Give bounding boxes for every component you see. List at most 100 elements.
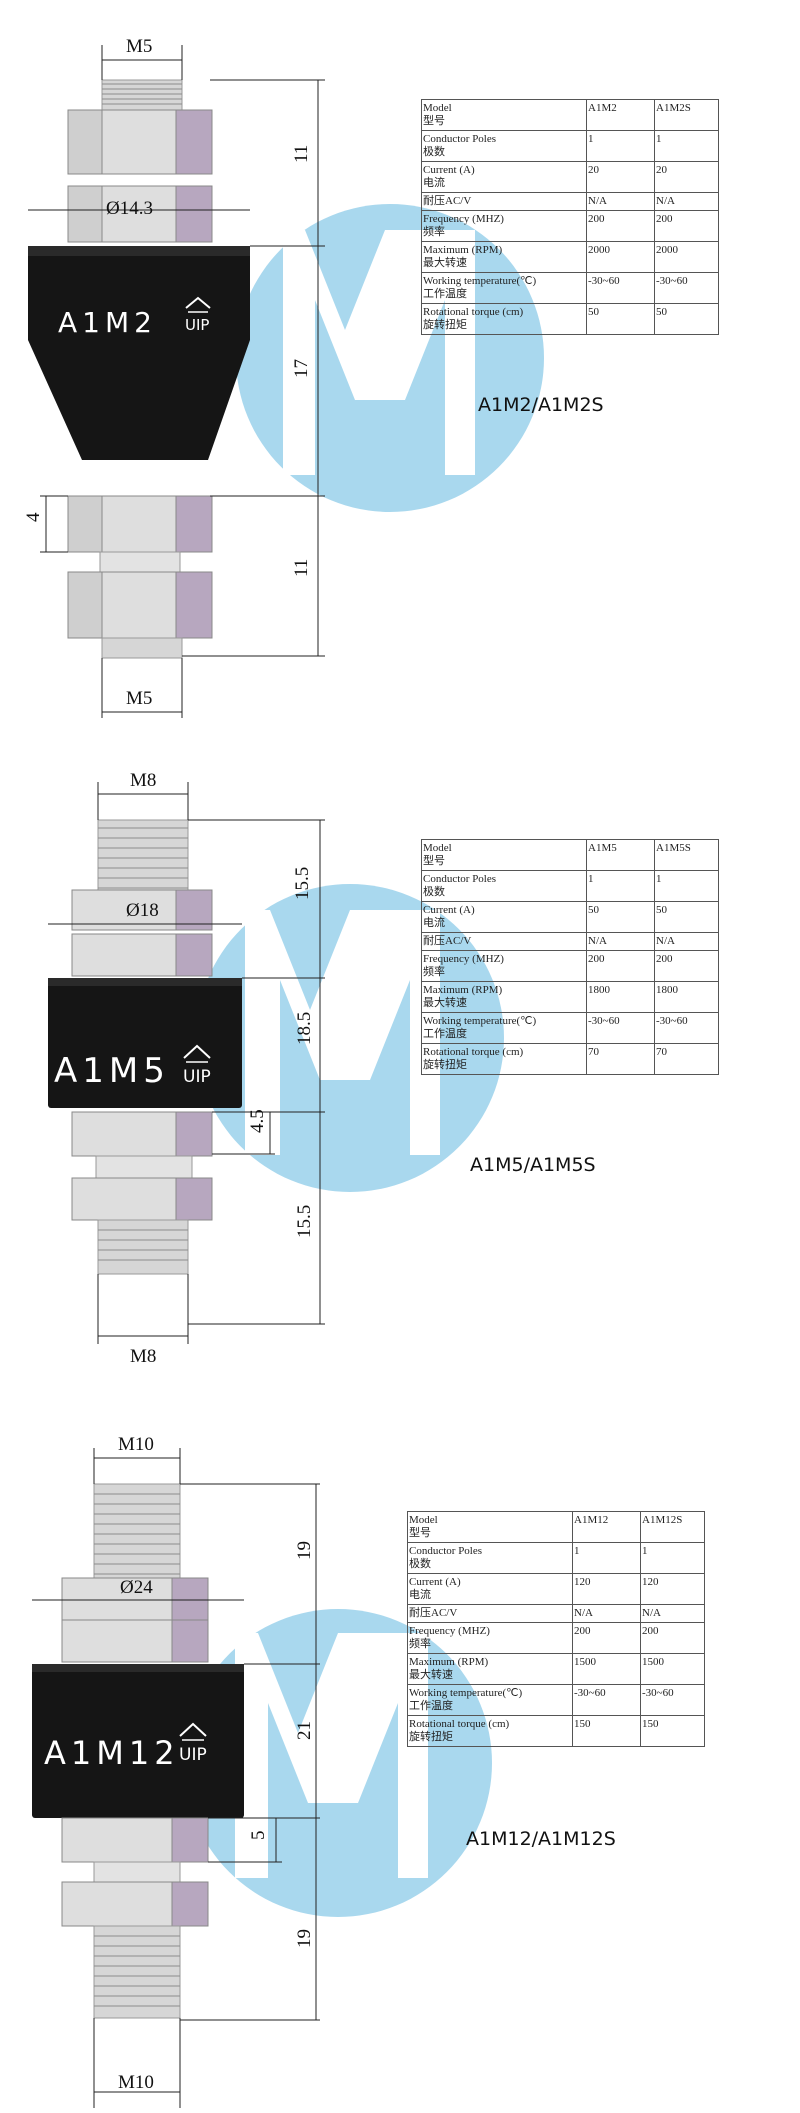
row-label: Rotational torque (cm) [423,1046,524,1058]
row-label: Rotational torque (cm) [409,1718,510,1730]
uip-logo-icon: UIP [185,296,211,334]
row-value-2: 50 [654,303,719,335]
row-value-2: 1 [654,870,719,902]
body-label: A1M5 [54,1051,170,1091]
connector-drawing: M10 Ø24 19 21 5 19 M10 A1M12 UIP [32,1434,320,2108]
row-label: Frequency (MHZ) [409,1625,490,1637]
row-value-2: 200 [640,1622,705,1654]
row-label: Current (A) [423,904,475,916]
row-label: Working temperature(℃) [409,1687,523,1699]
row-label: Current (A) [409,1576,461,1588]
header-model-2: A1M12S [640,1511,705,1543]
row-label: Working temperature(℃) [423,1015,537,1027]
dim-body-length: 17 [291,359,312,378]
row-value-1: 1 [572,1542,641,1574]
row-label: Maximum (RPM) [423,244,503,256]
row-label: Frequency (MHZ) [423,213,504,225]
row-label: Frequency (MHZ) [423,953,504,965]
row-label: Maximum (RPM) [409,1656,489,1668]
row-label-cn: 旋转扭矩 [409,1731,453,1743]
row-label: Current (A) [423,164,475,176]
row-label-cn: 电流 [423,917,445,929]
dim-diameter: Ø14.3 [106,198,153,219]
row-value-2: N/A [640,1604,705,1623]
row-value-1: -30~60 [572,1684,641,1716]
dim-top-thread: M10 [118,1434,154,1455]
dim-upper-length: 15.5 [292,867,313,900]
row-value-2: 1 [654,130,719,162]
uip-logo-text: UIP [185,316,209,334]
row-label-cn: 最大转速 [423,997,467,1009]
header-label-cn: 型号 [409,1527,431,1539]
header-label-cn: 型号 [423,855,445,867]
row-value-2: 20 [654,161,719,193]
row-label: 耐压AC/V [409,1607,458,1619]
dim-top-thread: M8 [130,770,156,791]
row-label-cn: 电流 [409,1589,431,1601]
row-label-cn: 最大转速 [423,257,467,269]
row-value-1: 200 [586,210,655,242]
dim-top-thread: M5 [126,36,152,57]
row-label-cn: 极数 [423,886,445,898]
row-label: Conductor Poles [423,133,497,145]
row-value-1: N/A [586,192,655,211]
row-label-cn: 工作温度 [423,1028,467,1040]
dim-nut: 4 [23,512,44,522]
connector-drawing: M8 Ø18 15.5 18.5 4.5 15.5 M8 A1M5 UIP [48,770,325,1367]
row-label-cn: 电流 [423,177,445,189]
row-value-2: 120 [640,1573,705,1605]
row-value-1: 200 [586,950,655,982]
row-value-2: 200 [654,950,719,982]
dim-diameter: Ø18 [126,900,159,921]
header-model-2: A1M5S [654,839,719,871]
dim-lower-length: 15.5 [294,1205,315,1238]
connector-drawing: M5 Ø14.3 11 17 4 11 M5 A1M2 UIP [23,36,325,718]
row-value-2: 1500 [640,1653,705,1685]
model-caption: A1M2/A1M2S [478,394,604,416]
dim-bottom-thread: M10 [118,2072,154,2093]
row-label: 耐压AC/V [423,195,472,207]
header-label-cn: 型号 [423,115,445,127]
body-label: A1M12 [44,1734,180,1772]
dim-bottom-thread: M5 [126,688,152,709]
row-value-1: N/A [572,1604,641,1623]
row-label-cn: 极数 [423,146,445,158]
row-value-2: 70 [654,1043,719,1075]
row-value-2: -30~60 [640,1684,705,1716]
row-value-2: 2000 [654,241,719,273]
row-label-cn: 频率 [423,226,445,238]
row-label-cn: 工作温度 [423,288,467,300]
dim-diameter: Ø24 [120,1577,153,1598]
row-label-cn: 频率 [423,966,445,978]
dim-bottom-thread: M8 [130,1346,156,1367]
row-label: 耐压AC/V [423,935,472,947]
uip-logo-text: UIP [179,1745,207,1765]
row-value-1: 200 [572,1622,641,1654]
row-label: Conductor Poles [423,873,497,885]
model-caption: A1M5/A1M5S [470,1154,596,1176]
row-value-1: 20 [586,161,655,193]
header-label: Model [423,842,452,854]
row-label-cn: 工作温度 [409,1700,453,1712]
row-value-2: -30~60 [654,272,719,304]
